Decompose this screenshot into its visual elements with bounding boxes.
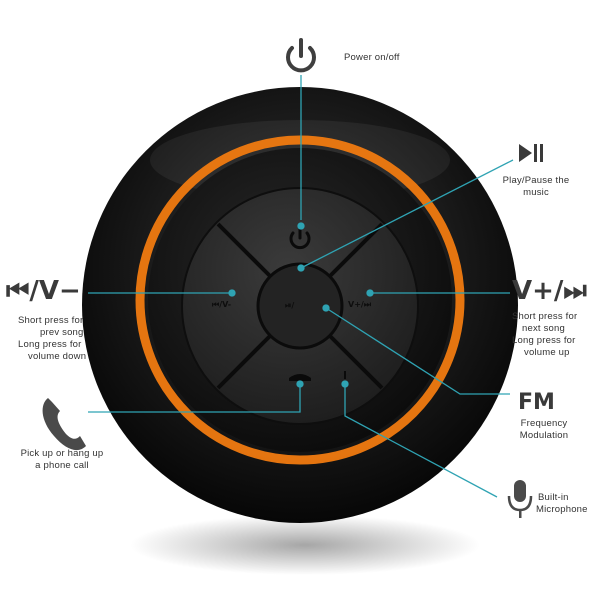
prev-title: ⏮/V− <box>6 276 81 306</box>
floor-shadow <box>130 515 480 575</box>
center-button-label[interactable]: ⏯/ <box>285 301 295 310</box>
prev-line: Long press for <box>18 339 82 350</box>
phone-line: a phone call <box>35 460 89 471</box>
next-line: volume up <box>524 347 570 358</box>
pad-phone-icon[interactable] <box>289 374 311 381</box>
play-pause-button[interactable] <box>256 262 344 350</box>
prev-line: prev song <box>40 327 84 338</box>
pad-divider <box>216 334 272 390</box>
orange-ring <box>135 135 465 465</box>
play-pause-label-line: music <box>523 187 549 198</box>
power-label: Power on/off <box>344 52 400 63</box>
pad-divider <box>328 222 384 278</box>
prev-line: Short press for <box>18 315 84 326</box>
phone-description: Pick up or hang up a phone call <box>14 448 110 472</box>
mic-line: Microphone <box>536 504 588 515</box>
play-pause-icon <box>519 144 543 162</box>
mic-hole <box>344 371 346 379</box>
next-line: Short press for <box>512 311 578 322</box>
phone-line: Pick up or hang up <box>20 448 104 459</box>
fm-line: Frequency <box>520 418 568 429</box>
callout-lines <box>88 75 514 498</box>
power-icon <box>286 38 316 73</box>
right-button-label[interactable]: V+/⏭ <box>348 300 372 309</box>
mic-line: Built-in <box>538 492 569 503</box>
phone-icon <box>42 398 86 451</box>
next-line: next song <box>522 323 565 334</box>
play-pause-label-line: Play/Pause the <box>502 175 570 186</box>
next-title: V+/⏭ <box>512 276 587 306</box>
prev-line: volume down <box>28 351 87 362</box>
next-line: Long press for <box>512 335 576 346</box>
next-description: Short press for next song Long press for… <box>512 311 577 359</box>
fm-description: Frequency Modulation <box>508 418 580 442</box>
fm-line: Modulation <box>519 430 569 441</box>
pad-divider <box>216 222 272 278</box>
left-button-label[interactable]: ⏮/V- <box>212 300 232 309</box>
prev-description: Short press for prev song Long press for… <box>14 315 86 363</box>
play-pause-label: Play/Pause the music <box>494 175 578 199</box>
fm-title: FM <box>518 390 555 415</box>
mic-description: Built-in Microphone <box>536 492 588 516</box>
pad-divider <box>328 334 384 390</box>
microphone-icon <box>507 480 533 518</box>
